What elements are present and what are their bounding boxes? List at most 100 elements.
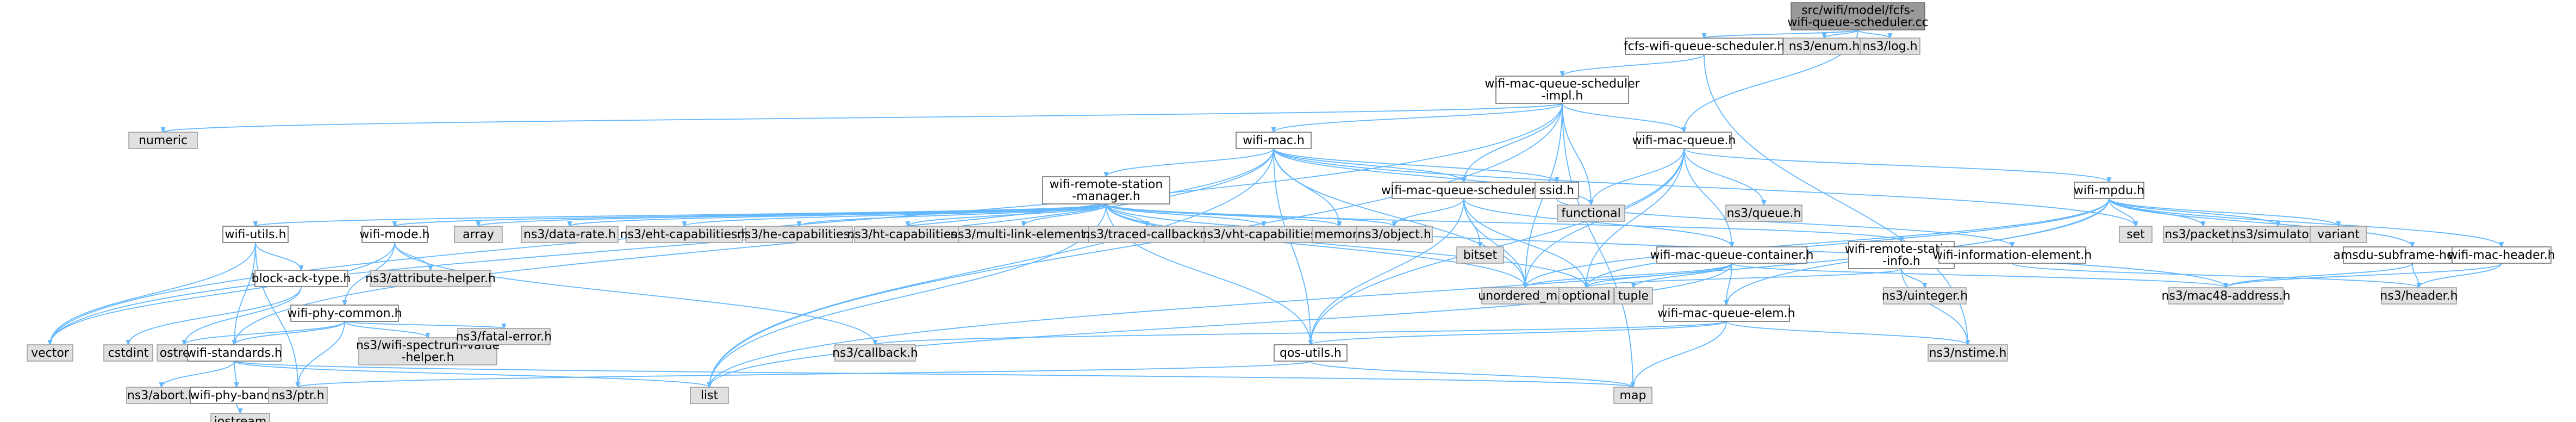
node-mqelem[interactable]: wifi-mac-queue-elem.h — [1657, 305, 1795, 322]
node-functional: functional — [1557, 204, 1625, 222]
edge-phycommon-to-ostream — [184, 321, 345, 345]
edge-mpdu-to-list — [709, 198, 2110, 387]
node-nscallback: ns3/callback.h — [832, 344, 918, 362]
node-nsheader-label: ns3/header.h — [2380, 289, 2458, 303]
node-mqcont-box — [1656, 246, 1807, 264]
edge-rsm-to-mle — [1024, 203, 1107, 226]
node-array-box — [454, 226, 503, 243]
node-qosutils-label: qos-utils.h — [1280, 346, 1342, 360]
node-mqsched-box — [1392, 182, 1536, 199]
edge-fcfs-to-mqsimpl — [1562, 54, 1705, 76]
node-fcfs[interactable]: fcfs-wifi-queue-scheduler.h — [1624, 38, 1785, 55]
edge-mqcont-to-optional — [1586, 263, 1732, 288]
edge-mqcont-to-mac48 — [1731, 263, 2226, 288]
node-object: ns3/object.h — [1356, 226, 1433, 243]
node-specval-label: -helper.h — [402, 351, 454, 364]
node-vector: vector — [27, 344, 73, 362]
node-machdr[interactable]: wifi-mac-header.h — [2448, 246, 2555, 264]
node-macqueue[interactable]: wifi-mac-queue.h — [1632, 132, 1736, 149]
node-fcfs-box — [1625, 38, 1783, 55]
node-eht: ns3/eht-capabilities.h — [620, 226, 749, 243]
node-object-label: ns3/object.h — [1357, 228, 1431, 241]
node-mqsched[interactable]: wifi-mac-queue-scheduler.h — [1381, 182, 1546, 199]
node-infoel[interactable]: wifi-information-element.h — [1933, 246, 2092, 264]
edge-rsi-to-nstime — [1901, 268, 1968, 345]
node-ssid-label: ssid.h — [1539, 184, 1574, 197]
node-standards[interactable]: wifi-standards.h — [186, 344, 282, 362]
edge-rsm-to-unordered — [1106, 203, 1525, 288]
node-array: array — [454, 226, 503, 243]
node-phyband[interactable]: wifi-phy-band.h — [190, 387, 283, 404]
node-wifimac[interactable]: wifi-mac.h — [1236, 132, 1312, 149]
node-map: map — [1613, 387, 1652, 404]
node-vht-box — [1203, 226, 1324, 243]
edge-macqueue-to-nsqueue — [1683, 148, 1764, 205]
node-root-box — [1791, 2, 1925, 30]
node-tracedcb-label: ns3/traced-callback.h — [1083, 228, 1212, 241]
node-tracedcb-box — [1088, 226, 1206, 243]
edge-machdr-to-mac48 — [2226, 263, 2502, 288]
edge-wifimac-to-memory — [1273, 148, 1339, 226]
node-datarate-label: ns3/data-rate.h — [523, 228, 616, 241]
node-mqsimpl[interactable]: wifi-mac-queue-scheduler-impl.h — [1485, 76, 1641, 104]
node-mqelem-label: wifi-mac-queue-elem.h — [1657, 307, 1795, 320]
node-ssid[interactable]: ssid.h — [1535, 182, 1579, 199]
node-phycommon-box — [290, 305, 399, 322]
node-phycommon-label: wifi-phy-common.h — [287, 307, 402, 320]
edge-standards-to-phyband — [234, 361, 236, 387]
node-ht-box — [854, 226, 962, 243]
node-bat-box — [254, 270, 348, 287]
edge-rsm-to-optional — [1106, 203, 1586, 288]
node-mle-box — [958, 226, 1089, 243]
node-bat-label: block-ack-type.h — [252, 272, 351, 286]
node-mqcont[interactable]: wifi-mac-queue-container.h — [1650, 246, 1814, 264]
node-rsm-label: -manager.h — [1072, 190, 1140, 203]
edge-rsm-to-wifiutils — [255, 203, 1107, 226]
node-wifiutils[interactable]: wifi-utils.h — [222, 226, 289, 243]
node-functional-label: functional — [1561, 207, 1620, 220]
node-infoel-box — [1938, 246, 2086, 264]
node-mac48-label: ns3/mac48-address.h — [2161, 289, 2290, 303]
node-qosutils[interactable]: qos-utils.h — [1274, 344, 1348, 362]
node-cstdint-label: cstdint — [108, 346, 149, 360]
node-bat[interactable]: block-ack-type.h — [252, 270, 351, 287]
node-qosutils-box — [1274, 344, 1348, 362]
edge-mpdu-to-amsdu — [2109, 198, 2412, 247]
node-mle-label: ns3/multi-link-element.h — [950, 228, 1096, 241]
edge-mqsched-to-optional — [1463, 198, 1586, 288]
node-phycommon[interactable]: wifi-phy-common.h — [287, 305, 402, 322]
edge-wifimac-to-list — [709, 148, 1274, 387]
edge-wifiutils-to-standards — [234, 242, 256, 345]
node-tuple: tuple — [1614, 287, 1653, 305]
node-fatal: ns3/fatal-error.h — [456, 328, 552, 345]
edge-qosutils-to-map — [1310, 361, 1633, 387]
dependency-nodes: src/wifi/model/fcfs-wifi-queue-scheduler… — [27, 2, 2555, 422]
edge-infoel-to-nsheader — [2012, 263, 2419, 288]
node-mqelem-box — [1663, 305, 1790, 322]
edge-wifimac-to-unordered — [1273, 148, 1525, 288]
node-he: ns3/he-capabilities.h — [737, 226, 861, 243]
edge-machdr-to-nsheader — [2419, 263, 2502, 288]
node-rsm[interactable]: wifi-remote-station-manager.h — [1042, 176, 1170, 204]
node-log: ns3/log.h — [1860, 38, 1920, 55]
node-wifimac-box — [1236, 132, 1312, 149]
node-nsptr-box — [268, 387, 328, 404]
node-nstime-label: ns3/nstime.h — [1929, 346, 2007, 360]
edge-rsm-to-qosutils — [1106, 203, 1311, 345]
node-vector-box — [27, 344, 73, 362]
node-wifimode[interactable]: wifi-mode.h — [359, 226, 430, 243]
node-variant-label: variant — [2317, 228, 2360, 241]
node-nsqueue-box — [1725, 204, 1802, 222]
node-variant-box — [2310, 226, 2367, 243]
node-root[interactable]: src/wifi/model/fcfs-wifi-queue-scheduler… — [1787, 2, 1929, 30]
edge-standards-to-abort — [161, 361, 235, 387]
node-map-label: map — [1620, 389, 1646, 402]
edge-mpdu-to-variant — [2109, 198, 2338, 226]
node-wifimode-box — [361, 226, 428, 243]
edge-mqcont-to-unordered — [1525, 263, 1732, 288]
node-mac48-box — [2168, 287, 2284, 305]
node-mpdu[interactable]: wifi-mpdu.h — [2074, 182, 2144, 199]
node-cstdint-box — [103, 344, 153, 362]
node-iostream: iostream — [210, 413, 270, 422]
edge-mpdu-to-nssim — [2109, 198, 2278, 226]
